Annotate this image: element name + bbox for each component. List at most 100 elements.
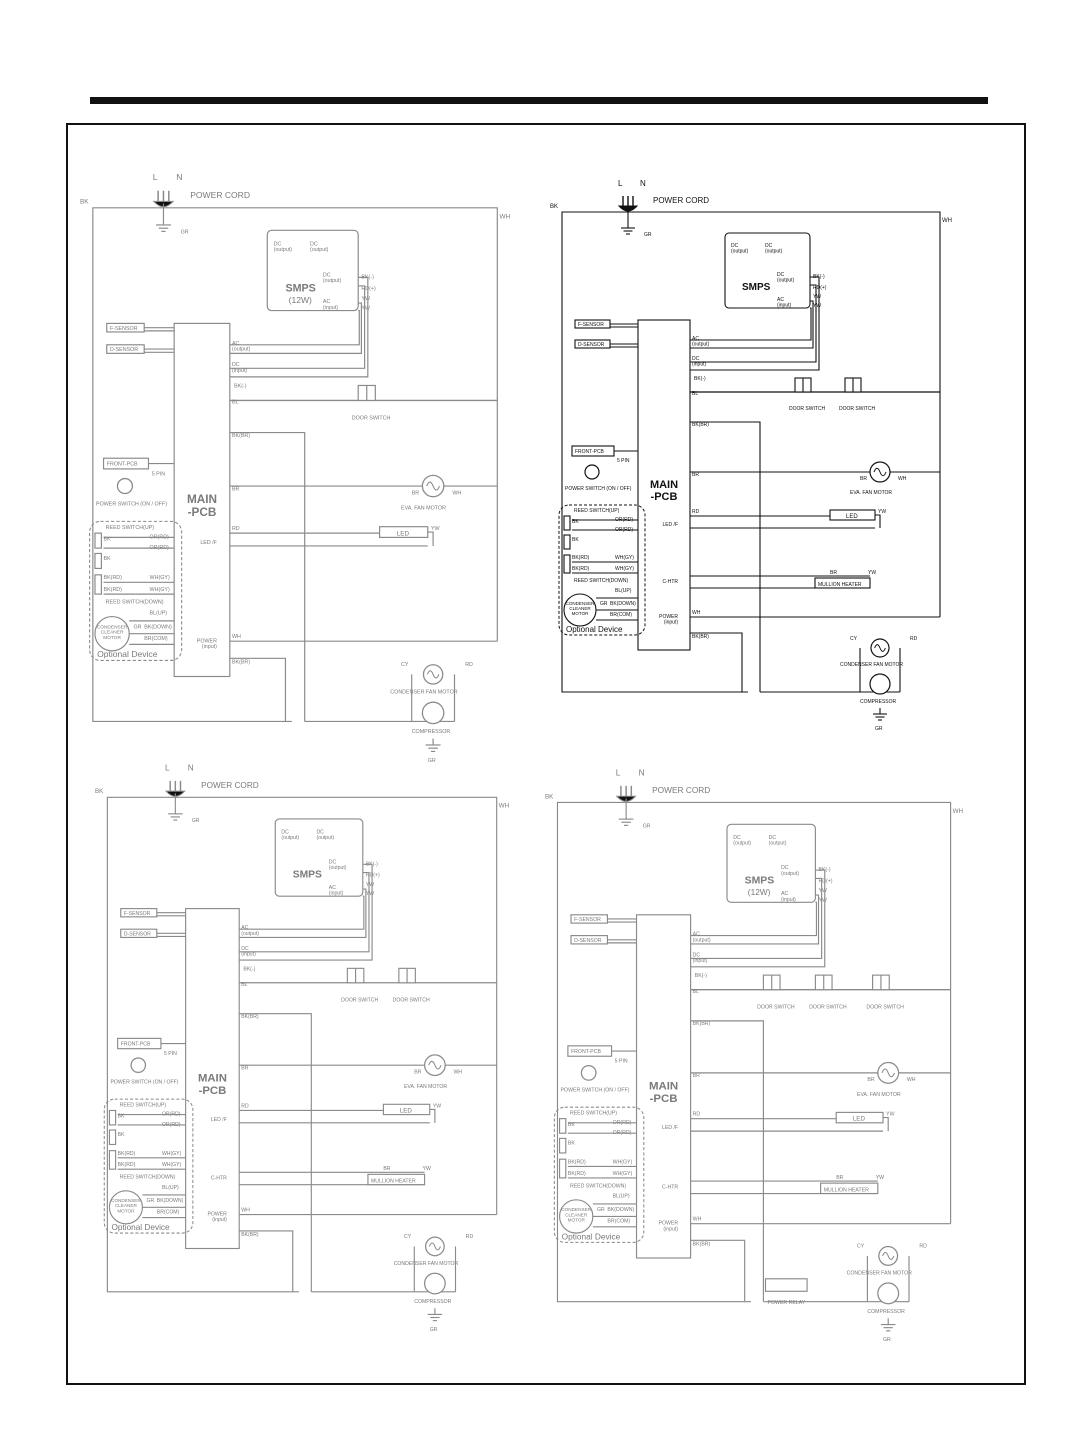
label-led: LED [397,530,410,537]
bk-label: BK [550,204,558,210]
label-power-input: POWER(input) [659,614,678,626]
label-dc-input: DC(input) [692,356,707,368]
label-bk-br: BK(BR) [693,1242,711,1248]
label-wh: WH [232,634,241,640]
wire [212,895,365,930]
main-pcb-subtitle: -PCB [188,506,217,519]
reed-switch-down-icon [108,1150,117,1170]
label-wh: WH [898,476,907,482]
wire [690,211,941,617]
compressor-ground-icon [427,1308,443,1322]
label-dc-output: DC(output) [733,835,751,847]
wire [239,1230,294,1292]
label-wh: WH [693,1217,702,1223]
label-mullion-heater: MULLION HEATER [371,1179,416,1185]
label-reed-up: REED SWITCH(UP) [570,1110,617,1116]
label-bk: BK [104,537,112,543]
label-d-sensor: D-SENSOR [110,347,138,353]
label-line: DC [310,241,318,247]
label-yw: YW [878,509,886,515]
mullion-heater-box [820,1182,879,1195]
label-wh: WH [453,1069,462,1075]
label-rd-plus: RD(+) [361,286,376,292]
wire [239,1013,312,1292]
label-yw: YW [868,570,876,576]
label-yw: YW [361,296,371,302]
label-ac-input: AC(input) [323,299,338,311]
gr-label: GR [644,232,652,238]
label-line: AC [323,299,331,305]
label-line: POWER [207,1212,227,1218]
wire [690,421,761,692]
main-pcb-block [185,908,240,1250]
label-line: (output) [765,249,783,255]
label-bk: BK [118,1132,125,1138]
label-power-relay: POWER RELAY [768,1300,806,1306]
label-rd: RD [241,1103,249,1109]
label-rd: RD [466,1234,474,1240]
bk-label: BK [80,199,89,206]
door-switch-icon: DOOR SWITCH [757,974,795,1010]
door-switch-icon: DOOR SWITCH [341,967,378,1003]
label-line: CONDENSER [111,1198,141,1203]
label-br: BR [241,1065,248,1071]
wire [239,796,498,1215]
label-br: BR [860,476,867,482]
smps-12w-label: (12W) [289,295,312,305]
label-bl-up: BL(UP) [162,1185,179,1191]
mullion-heater-box [367,1173,426,1186]
label-cy: CY [857,1244,865,1250]
label-power-input: POWER(input) [207,1212,227,1224]
wire [663,877,823,960]
label-yw: YW [813,303,821,309]
label-line: DC [329,859,337,865]
label-reed-up: REED SWITCH(UP) [106,525,155,531]
label-line: AC [241,925,248,931]
label-line: DC [281,829,289,835]
compressor-icon [877,1282,900,1305]
label-line: (output) [316,835,334,841]
wire [427,531,434,546]
label-dc-input: DC(input) [241,946,256,958]
label-bk-br: BK(BR) [241,1232,259,1238]
main-pcb-subtitle: -PCB [650,1093,678,1105]
label-line: (input) [693,958,708,964]
label-d-sensor: D-SENSOR [124,931,151,937]
label-line: (output) [310,247,329,253]
label-led-pin: LED /F [662,522,678,528]
label-d-sensor: D-SENSOR [574,938,602,944]
label-five-pin: 5 PIN [615,1058,628,1064]
label-ac-input: AC(input) [329,885,344,897]
fan-blade [881,1068,895,1078]
label-bk-br: BK(BR) [232,660,250,666]
label-led-pin: LED /F [200,540,217,546]
label-line: DC [765,243,773,249]
label-br: BR [412,491,420,497]
label-power-input: POWER(input) [659,1221,679,1233]
wire [229,207,498,642]
label-br: BR [867,1077,874,1083]
door-switch-label: DOOR SWITCH [789,406,825,412]
door-switch-icon: DOOR SWITCH [393,967,430,1003]
label-line: (input) [663,1226,678,1232]
label-line: MOTOR [117,1208,135,1213]
label-compressor: COMPRESSOR [860,699,897,705]
label-line: DC [232,362,240,368]
power-switch-icon [584,464,600,480]
compressor-gr-label: GR [430,1327,438,1333]
door-switch-label: DOOR SWITCH [393,997,430,1003]
wire [882,1117,889,1132]
label-bk-rd: BK(RD) [568,1159,586,1165]
label-yw: YW [819,897,827,903]
power-cord-label: POWER CORD [652,785,710,795]
label-yw: YW [366,891,374,897]
label-dc-input: DC(input) [693,952,708,964]
label-front-pcb: FRONT-PCB [571,1049,602,1055]
label-ac-input: AC(input) [777,297,792,309]
reed-switch-up-icon [94,552,102,570]
label-bk-minus: BK(-) [695,973,707,979]
optional-device-group: REED SWITCH(UP)BKBKOR(RD)OR(RD)BK(RD)BK(… [89,520,183,661]
